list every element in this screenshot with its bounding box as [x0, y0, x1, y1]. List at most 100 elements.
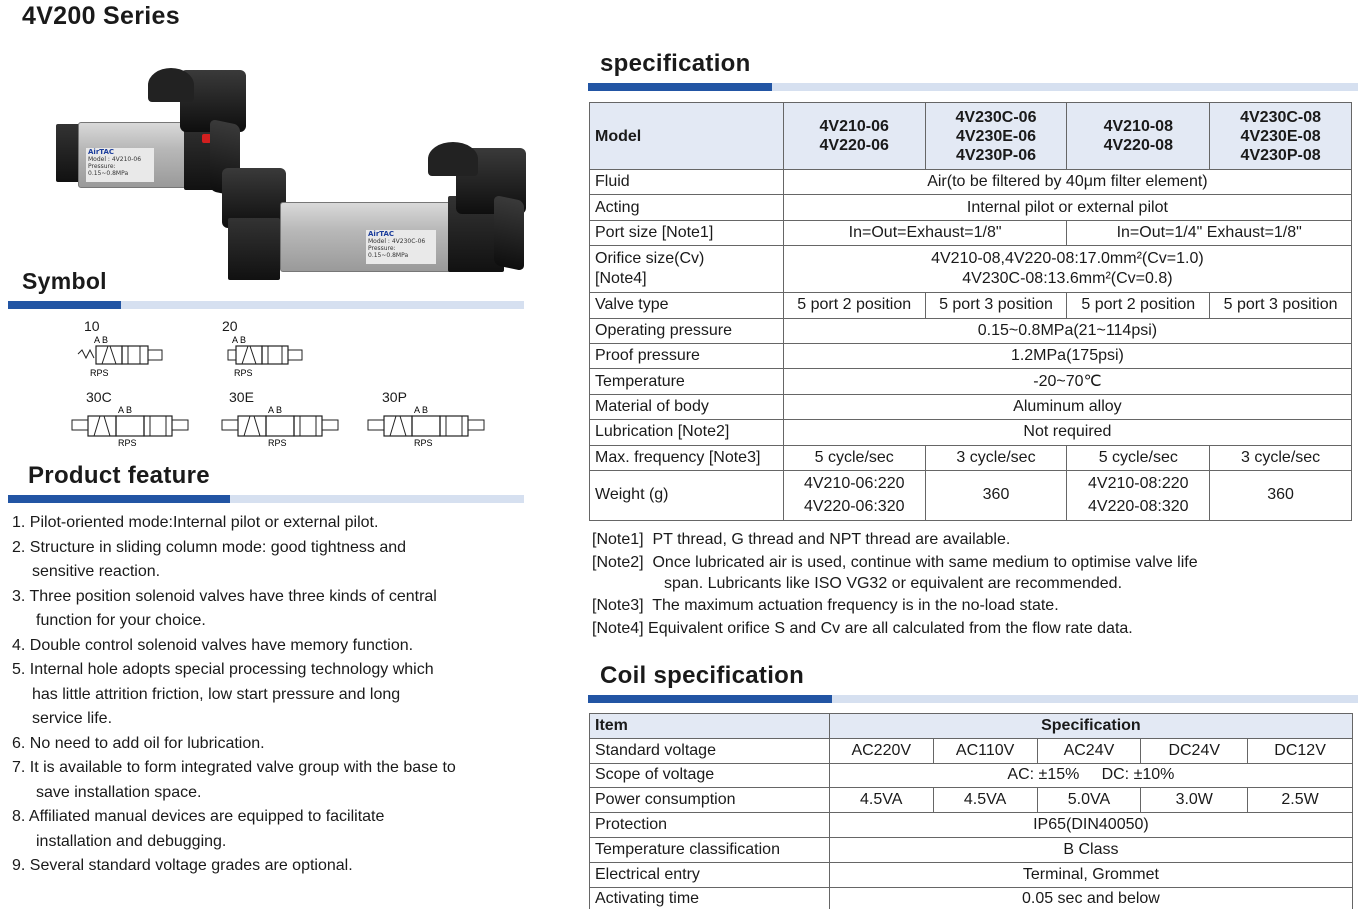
row-value: B Class	[828, 836, 1354, 863]
svg-text:A B: A B	[232, 335, 246, 345]
table-row: Temperature classification B Class	[589, 836, 1354, 863]
row-label: Max. frequency [Note3]	[589, 444, 784, 471]
row-value: 0.15~0.8MPa(21~114psi)	[782, 317, 1353, 344]
symbol-diagram-30c: A B RPS	[71, 405, 189, 448]
row-value: 5 port 3 position	[1209, 292, 1352, 319]
row-value: 5 port 2 position	[782, 292, 926, 319]
row-value: AC24V	[1036, 737, 1142, 764]
feature-list: 1. Pilot-oriented mode:Internal pilot or…	[12, 511, 552, 879]
feature-item: 5. Internal hole adopts special processi…	[12, 661, 434, 727]
row-label: Temperature	[589, 368, 784, 395]
table-row: Temperature -20~70℃	[589, 368, 1353, 395]
table-row: Proof pressure 1.2MPa(175psi)	[589, 342, 1353, 370]
svg-text:RPS: RPS	[90, 368, 109, 378]
row-value: 4.5VA	[932, 787, 1038, 814]
row-value: 360	[924, 469, 1068, 521]
row-label: Fluid	[589, 168, 784, 196]
note-1: [Note1] PT thread, G thread and NPT thre…	[592, 531, 1011, 548]
table-row: Electrical entry Terminal, Grommet	[589, 861, 1354, 888]
table-row: Standard voltage AC220V AC110V AC24V DC2…	[589, 737, 1353, 764]
symbol-diagram-10: A B RPS	[77, 335, 163, 378]
symbol-heading: Symbol	[22, 268, 107, 294]
product-feature-heading-bar	[8, 495, 524, 503]
symbol-diagram-30e: A B RPS	[221, 405, 339, 448]
coil-specification-heading-bar	[588, 695, 1358, 703]
row-label: Operating pressure	[589, 317, 784, 344]
table-row: Power consumption 4.5VA 4.5VA 5.0VA 3.0W…	[589, 787, 1353, 814]
row-label: Power consumption	[589, 787, 830, 814]
table-row: Operating pressure 0.15~0.8MPa(21~114psi…	[589, 317, 1353, 344]
table-row: Max. frequency [Note3] 5 cycle/sec 3 cyc…	[589, 444, 1352, 471]
row-label: Port size [Note1]	[589, 219, 784, 247]
product-photo-single-solenoid: AirTAC Model : 4V210-06 Pressure: 0.15~0…	[50, 60, 250, 200]
plate-model: Model : 4V210-06	[88, 156, 142, 163]
table-row: Port size [Note1] In=Out=Exhaust=1/8" In…	[589, 219, 1352, 247]
row-label: Standard voltage	[589, 737, 830, 764]
row-label: Lubrication [Note2]	[589, 419, 784, 446]
coil-header-item: Item	[589, 713, 830, 739]
row-value: 1.2MPa(175psi)	[782, 342, 1353, 370]
row-label: Protection	[589, 812, 830, 838]
row-value: 4V210-08,4V220-08:17.0mm²(Cv=1.0)4V230C-…	[782, 245, 1353, 294]
symbol-label-30c: 30C	[86, 389, 112, 405]
row-value: -20~70℃	[782, 368, 1353, 395]
row-label: Activating time	[589, 886, 830, 909]
notes: [Note1] PT thread, G thread and NPT thre…	[592, 529, 1198, 640]
specification-heading-bar	[588, 83, 1358, 91]
svg-text:RPS: RPS	[118, 438, 137, 448]
row-label: Valve type	[589, 292, 784, 319]
coil-specification-table: Item Specification Standard voltage AC22…	[589, 713, 1354, 909]
feature-item: 9. Several standard voltage grades are o…	[12, 857, 353, 874]
row-value: AC110V	[932, 737, 1038, 764]
row-value: 0.05 sec and below	[828, 886, 1354, 909]
table-row: Item Specification	[589, 713, 1354, 739]
table-row: Acting Internal pilot or external pilot	[589, 194, 1353, 221]
row-value: 5 port 3 position	[924, 292, 1068, 319]
row-value: Not required	[782, 419, 1353, 446]
row-label: Scope of voltage	[589, 762, 830, 789]
row-value: Terminal, Grommet	[828, 861, 1354, 888]
page-title: 4V200 Series	[22, 2, 180, 30]
svg-text:A B: A B	[414, 405, 428, 415]
coil-header-spec: Specification	[828, 713, 1354, 739]
svg-text:RPS: RPS	[414, 438, 433, 448]
product-photo-double-solenoid: AirTAC Model : 4V230C-06 Pressure: 0.15~…	[210, 142, 530, 288]
note-4: [Note4] Equivalent orifice S and Cv are …	[592, 620, 1133, 637]
note-2-cont: span. Lubricants like ISO VG32 or equiva…	[664, 575, 1123, 592]
row-value: 5 cycle/sec	[1066, 444, 1211, 471]
symbol-label-20: 20	[222, 318, 238, 334]
row-value: 5 cycle/sec	[782, 444, 926, 471]
svg-text:RPS: RPS	[268, 438, 287, 448]
plate-model-2: Model : 4V230C-06	[368, 238, 426, 245]
table-row: Activating time 0.05 sec and below	[589, 886, 1354, 909]
symbol-diagram-30p: A B RPS	[367, 405, 485, 448]
row-value: 3.0W	[1140, 787, 1249, 814]
row-label: Weight (g)	[589, 469, 784, 521]
table-row: Material of body Aluminum alloy	[589, 393, 1353, 421]
brand-label: AirTAC	[88, 148, 115, 156]
row-label: Proof pressure	[589, 342, 784, 370]
row-value: In=Out=Exhaust=1/8"	[782, 219, 1068, 247]
symbol-label-10: 10	[84, 318, 100, 334]
row-value: 2.5W	[1247, 787, 1353, 814]
table-row: Lubrication [Note2] Not required	[589, 419, 1353, 446]
feature-item: 1. Pilot-oriented mode:Internal pilot or…	[12, 514, 379, 531]
feature-item: 4. Double control solenoid valves have m…	[12, 636, 414, 654]
row-value: Air(to be filtered by 40μm filter elemen…	[782, 168, 1353, 196]
row-value: 3 cycle/sec	[1209, 444, 1352, 471]
note-3: [Note3] The maximum actuation frequency …	[592, 597, 1059, 614]
row-value: Internal pilot or external pilot	[782, 194, 1353, 221]
row-value: DC24V	[1140, 737, 1249, 764]
plate-pressure-value: 0.15~0.8MPa	[88, 170, 129, 177]
symbol-heading-bar	[8, 301, 524, 309]
table-row: Scope of voltage AC: ±15% DC: ±10%	[589, 762, 1354, 789]
feature-item: 3. Three position solenoid valves have t…	[12, 587, 437, 630]
row-label: Orifice size(Cv)[Note4]	[589, 245, 784, 294]
feature-item: 8. Affiliated manual devices are equippe…	[12, 808, 385, 850]
